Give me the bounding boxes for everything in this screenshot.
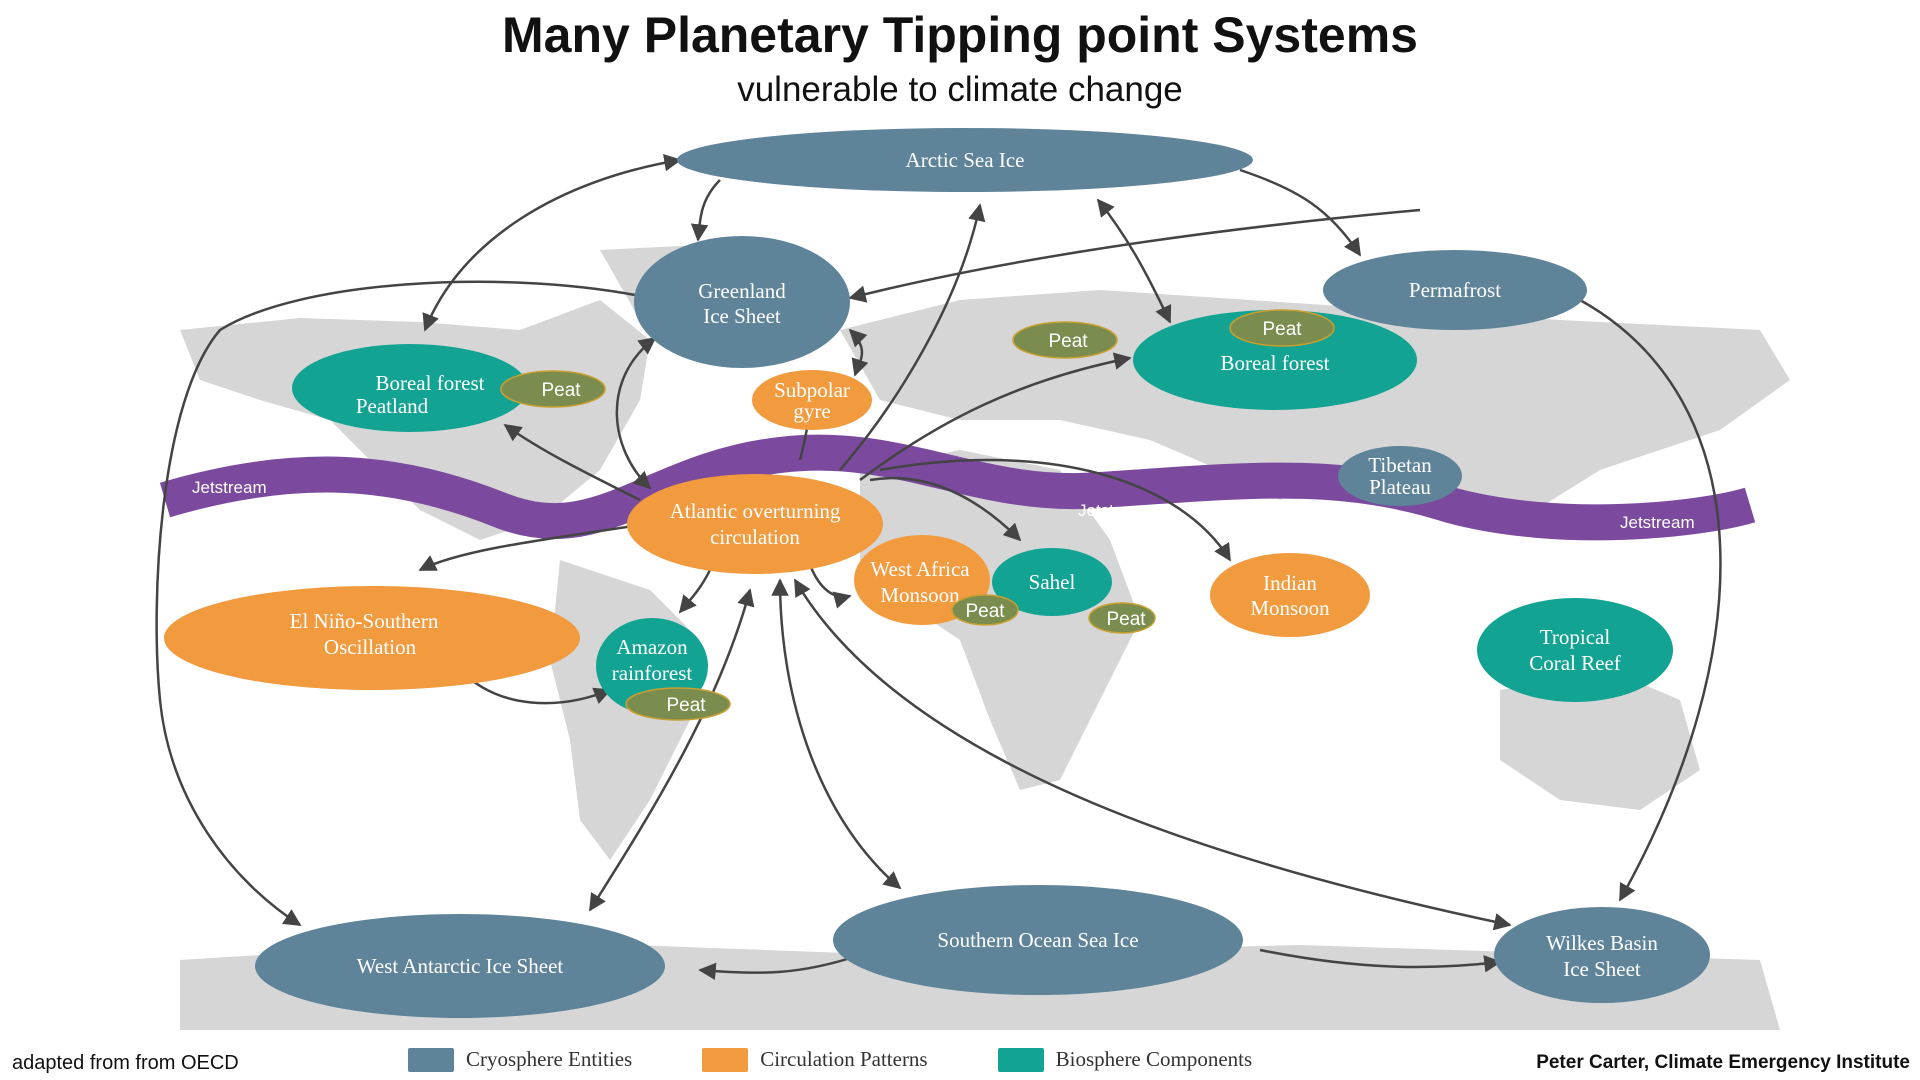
legend-item-biosphere: Biosphere Components: [997, 1047, 1253, 1072]
legend-label-circulation: Circulation Patterns: [760, 1047, 928, 1071]
arrow-arctic-boreal-eu: [1096, 198, 1172, 324]
node-wilkes-basin-ice-sheet: Wilkes Basin Ice Sheet: [1494, 907, 1710, 1003]
peat-badge-amazon: Peat: [625, 687, 731, 721]
svg-text:Subpolar: Subpolar: [774, 378, 850, 402]
jetstream-label-center: Jetstream: [1078, 501, 1153, 520]
legend: Cryosphere Entities Circulation Patterns…: [408, 1047, 1322, 1072]
node-boreal-forest-peatland: Boreal forest Peatland: [292, 344, 528, 432]
node-el-nino: El Niño-Southern Oscillation: [164, 586, 580, 690]
source-note: adapted from from OECD: [12, 1052, 239, 1074]
svg-text:circulation: circulation: [710, 525, 800, 549]
arrow-wilkes-amoc: [793, 578, 1512, 931]
svg-text:rainforest: rainforest: [612, 661, 693, 685]
arrow-permafrost-greenland: [848, 208, 1421, 303]
arrow-amoc-boreal-eu: [859, 352, 1132, 482]
svg-text:Southern Ocean Sea Ice: Southern Ocean Sea Ice: [937, 928, 1138, 952]
svg-text:Ice Sheet: Ice Sheet: [1563, 957, 1641, 981]
arrow-arctic-greenland: [690, 179, 721, 242]
arrow-amoc-westafrica: [808, 564, 852, 609]
svg-text:Peat: Peat: [1106, 609, 1146, 630]
jetstream-band: [159, 434, 1756, 541]
node-sahel: Sahel: [992, 548, 1112, 616]
peat-badge-boreal-na: Peat: [500, 370, 606, 408]
diagram-title: Many Planetary Tipping point Systems: [502, 7, 1418, 63]
node-atlantic-overturning: Atlantic overturning circulation: [627, 474, 883, 574]
node-greenland-ice-sheet: Greenland Ice Sheet: [634, 236, 850, 368]
svg-text:Peat: Peat: [1262, 319, 1302, 340]
svg-text:Oscillation: Oscillation: [324, 635, 417, 659]
svg-text:Sahel: Sahel: [1029, 570, 1076, 594]
arrow-wais-amoc: [588, 588, 755, 912]
svg-text:Peat: Peat: [666, 695, 706, 716]
svg-text:Tropical: Tropical: [1540, 625, 1611, 649]
svg-text:Boreal forest: Boreal forest: [1220, 351, 1329, 375]
arrow-southern-amoc: [771, 578, 902, 890]
connection-arrows: [155, 153, 1722, 981]
node-west-antarctic-ice-sheet: West Antarctic Ice Sheet: [255, 914, 665, 1018]
legend-swatch-biosphere: [997, 1047, 1044, 1072]
node-tibetan-plateau: Tibetan Plateau: [1338, 446, 1462, 506]
svg-text:Greenland: Greenland: [698, 279, 786, 303]
svg-text:Monsoon: Monsoon: [880, 583, 960, 607]
svg-text:Peatland: Peatland: [356, 394, 429, 418]
credit-note: Peter Carter, Climate Emergency Institut…: [1536, 1052, 1910, 1073]
jetstream-label-west: Jetstream: [192, 478, 267, 497]
arrow-arctic-borealna: [422, 153, 682, 332]
node-permafrost: Permafrost: [1323, 250, 1587, 330]
svg-text:Ice Sheet: Ice Sheet: [703, 304, 781, 328]
svg-text:gyre: gyre: [793, 399, 830, 423]
svg-text:Wilkes Basin: Wilkes Basin: [1546, 931, 1658, 955]
arrow-southern-wais: [698, 953, 861, 981]
jetstream-label-east: Jetstream: [1620, 513, 1695, 532]
svg-text:El Niño-Southern: El Niño-Southern: [290, 609, 439, 633]
svg-text:Peat: Peat: [541, 380, 581, 401]
svg-text:West Africa: West Africa: [870, 557, 970, 581]
arrow-amoc-arctic: [839, 203, 986, 471]
svg-text:Peat: Peat: [1048, 331, 1088, 352]
arrow-greenland-west: [155, 280, 636, 927]
arrow-arctic-permafrost: [1239, 168, 1362, 257]
peat-badge-siberia: Peat: [1229, 309, 1335, 347]
svg-text:Arctic Sea Ice: Arctic Sea Ice: [906, 148, 1025, 172]
peat-badge-east-africa: Peat: [1088, 602, 1156, 634]
node-arctic-sea-ice: Arctic Sea Ice: [677, 128, 1253, 192]
legend-swatch-cryosphere: [408, 1047, 454, 1072]
arrow-amoc-borealna: [503, 423, 641, 502]
svg-text:Indian: Indian: [1263, 571, 1317, 595]
node-southern-ocean-sea-ice: Southern Ocean Sea Ice: [833, 885, 1243, 995]
svg-text:Tibetan: Tibetan: [1368, 453, 1432, 477]
node-subpolar-gyre: Subpolar gyre: [752, 370, 872, 430]
svg-text:Plateau: Plateau: [1369, 475, 1431, 499]
arrow-amoc-enso: [418, 523, 641, 572]
arrow-amoc-amazon: [678, 569, 712, 614]
arrow-amoc-sahel: [869, 476, 1022, 542]
svg-text:Monsoon: Monsoon: [1250, 596, 1330, 620]
svg-text:Amazon: Amazon: [616, 635, 688, 659]
arrow-amoc-indian: [879, 458, 1232, 562]
peat-badge-west-africa: Peat: [951, 594, 1019, 626]
legend-item-circulation: Circulation Patterns: [702, 1047, 928, 1072]
arrow-greenland-amoc: [615, 336, 657, 490]
arrow-southern-wilkes: [1259, 948, 1502, 973]
svg-text:Permafrost: Permafrost: [1409, 278, 1501, 302]
legend-item-cryosphere: Cryosphere Entities: [408, 1047, 632, 1072]
australia-land: [1500, 670, 1700, 810]
node-tropical-coral-reef: Tropical Coral Reef: [1477, 598, 1673, 702]
svg-text:Boreal forest: Boreal forest: [375, 371, 484, 395]
svg-text:Peat: Peat: [965, 601, 1005, 622]
svg-text:West Antarctic Ice Sheet: West Antarctic Ice Sheet: [357, 954, 564, 978]
svg-text:Atlantic overturning: Atlantic overturning: [670, 499, 841, 523]
diagram-subtitle: vulnerable to climate change: [737, 70, 1183, 109]
svg-text:Coral Reef: Coral Reef: [1529, 651, 1621, 675]
node-boreal-forest-eurasia: Boreal forest: [1133, 310, 1417, 410]
legend-label-cryosphere: Cryosphere Entities: [466, 1047, 633, 1071]
node-indian-monsoon: Indian Monsoon: [1210, 553, 1370, 637]
peat-badge-europe: Peat: [1012, 321, 1118, 359]
arrow-permafrost-wilkes: [1579, 298, 1722, 902]
arrow-greenland-subpolar: [848, 328, 869, 377]
legend-swatch-circulation: [702, 1047, 749, 1072]
legend-label-biosphere: Biosphere Components: [1055, 1047, 1253, 1071]
